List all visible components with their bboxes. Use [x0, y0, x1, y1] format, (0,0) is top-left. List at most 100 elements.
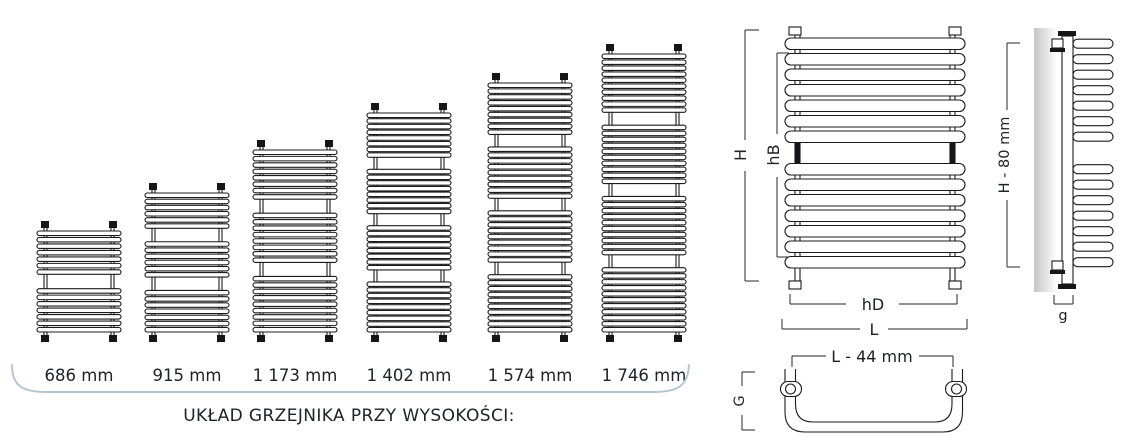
r915-tube-2: [144, 198, 230, 205]
r1746-tube-23: [601, 207, 687, 214]
r915-tube-10: [144, 259, 230, 266]
front-tube-13: [784, 240, 966, 254]
mount-tab-0: [606, 44, 614, 51]
r1574-tube-25: [487, 245, 573, 252]
r1574-tube-23: [487, 233, 573, 240]
r1746-tube-12: [601, 130, 687, 137]
r915-tube-16: [144, 308, 230, 315]
r1746-tube-19: [601, 172, 687, 179]
dim-hB-line: [776, 52, 789, 258]
front-tab-bottom-left: [788, 280, 802, 290]
side-tube-14: [1072, 257, 1114, 268]
r915-tube-9: [144, 253, 230, 260]
r1746-tube-1: [601, 53, 687, 60]
side-view: H - 80 mm g: [997, 28, 1114, 324]
r915-tube-17: [144, 314, 230, 321]
r686-tube-7: [36, 269, 122, 275]
r1746-tube-14: [601, 142, 687, 149]
r1746-tube-28: [601, 237, 687, 244]
r1746-tube-10: [601, 107, 687, 113]
r1173-tube-1: [252, 149, 338, 156]
size-label-1746: 1 746 mm: [602, 366, 687, 385]
side-tube-4: [1072, 85, 1114, 96]
r686-tube-14: [36, 326, 122, 333]
size-label-915: 915 mm: [153, 366, 222, 385]
r1746-tube-17: [601, 160, 687, 167]
r1402-tube-18: [366, 230, 452, 237]
r1402-tube-3: [366, 123, 452, 130]
r1402-tube-5: [366, 135, 452, 141]
side-bracket-top: [1051, 38, 1064, 49]
side-tube-3: [1072, 69, 1114, 80]
wall-surface: [1034, 28, 1056, 292]
r1574-tube-10: [487, 146, 573, 152]
r1746-tube-41: [601, 326, 687, 333]
r1574-tube-37: [487, 326, 573, 333]
r1574-tube-4: [487, 100, 573, 106]
dim-hD-label: hD: [862, 295, 884, 314]
mount-tab-0: [371, 103, 379, 110]
r1173-tube-11: [252, 225, 338, 232]
r1574-tube-3: [487, 94, 573, 100]
r915-tube-18: [144, 320, 230, 327]
r1402-tube-21: [366, 247, 452, 254]
r1173-tube-15: [252, 250, 338, 257]
side-bracket-bottom-bar: [1050, 270, 1065, 274]
dim-L-label: L: [870, 320, 879, 339]
mount-tab-1: [674, 44, 682, 51]
r1402-tube-32: [366, 321, 452, 327]
r1746-tube-6: [601, 83, 687, 89]
r1402-tube-31: [366, 315, 452, 322]
radiator-front-1402: [366, 103, 452, 342]
dim-g-label: g: [1058, 308, 1067, 324]
r1173-tube-24: [252, 320, 338, 327]
r1402-tube-10: [366, 174, 452, 181]
r1402-tube-11: [366, 180, 452, 186]
front-tube-14: [784, 255, 966, 269]
r1574-tube-16: [487, 181, 573, 188]
r915-tube-19: [144, 326, 230, 333]
r1402-tube-17: [366, 225, 452, 231]
front-tube-4: [784, 83, 966, 97]
dim-H-label: H: [731, 149, 750, 161]
r1402-tube-13: [366, 191, 452, 198]
r915-tube-14: [144, 296, 230, 302]
r1746-tube-36: [601, 297, 687, 303]
dim-H80-label: H - 80 mm: [997, 117, 1013, 194]
r1173-tube-13: [252, 238, 338, 244]
r1173-tube-5: [252, 174, 338, 181]
r1574-tube-24: [487, 239, 573, 246]
front-right-collector-gap: [950, 141, 955, 165]
side-tube-2: [1072, 54, 1114, 65]
r1173-tube-18: [252, 282, 338, 288]
front-tab-top-right: [948, 26, 962, 36]
r1574-tube-17: [487, 187, 573, 194]
r1574-tube-1: [487, 82, 573, 89]
front-tube-5: [784, 99, 966, 113]
r686-tube-10: [36, 301, 122, 307]
r1402-tube-20: [366, 242, 452, 248]
r1173-tube-10: [252, 219, 338, 225]
r686-tube-3: [36, 243, 122, 250]
r915-tube-15: [144, 302, 230, 308]
r1574-tube-12: [487, 158, 573, 164]
r1746-tube-20: [601, 178, 687, 185]
r1746-tube-27: [601, 231, 687, 238]
r1173-tube-21: [252, 301, 338, 308]
r1173-tube-2: [252, 155, 338, 162]
r1173-tube-12: [252, 231, 338, 238]
r1574-tube-21: [487, 221, 573, 228]
r1402-tube-1: [366, 112, 452, 119]
r686-tube-6: [36, 262, 122, 269]
side-bracket-top-bar: [1050, 48, 1065, 52]
mount-tab-1: [560, 73, 568, 80]
r1402-tube-15: [366, 202, 452, 209]
dim-L-line: [781, 319, 968, 330]
r686-tube-9: [36, 294, 122, 301]
r1173-tube-16: [252, 257, 338, 263]
front-tubes: [784, 37, 966, 269]
side-tube-11: [1072, 210, 1114, 221]
r1402-tube-30: [366, 309, 452, 316]
side-tube-12: [1072, 226, 1114, 237]
radiator-front-1574: [487, 73, 573, 342]
